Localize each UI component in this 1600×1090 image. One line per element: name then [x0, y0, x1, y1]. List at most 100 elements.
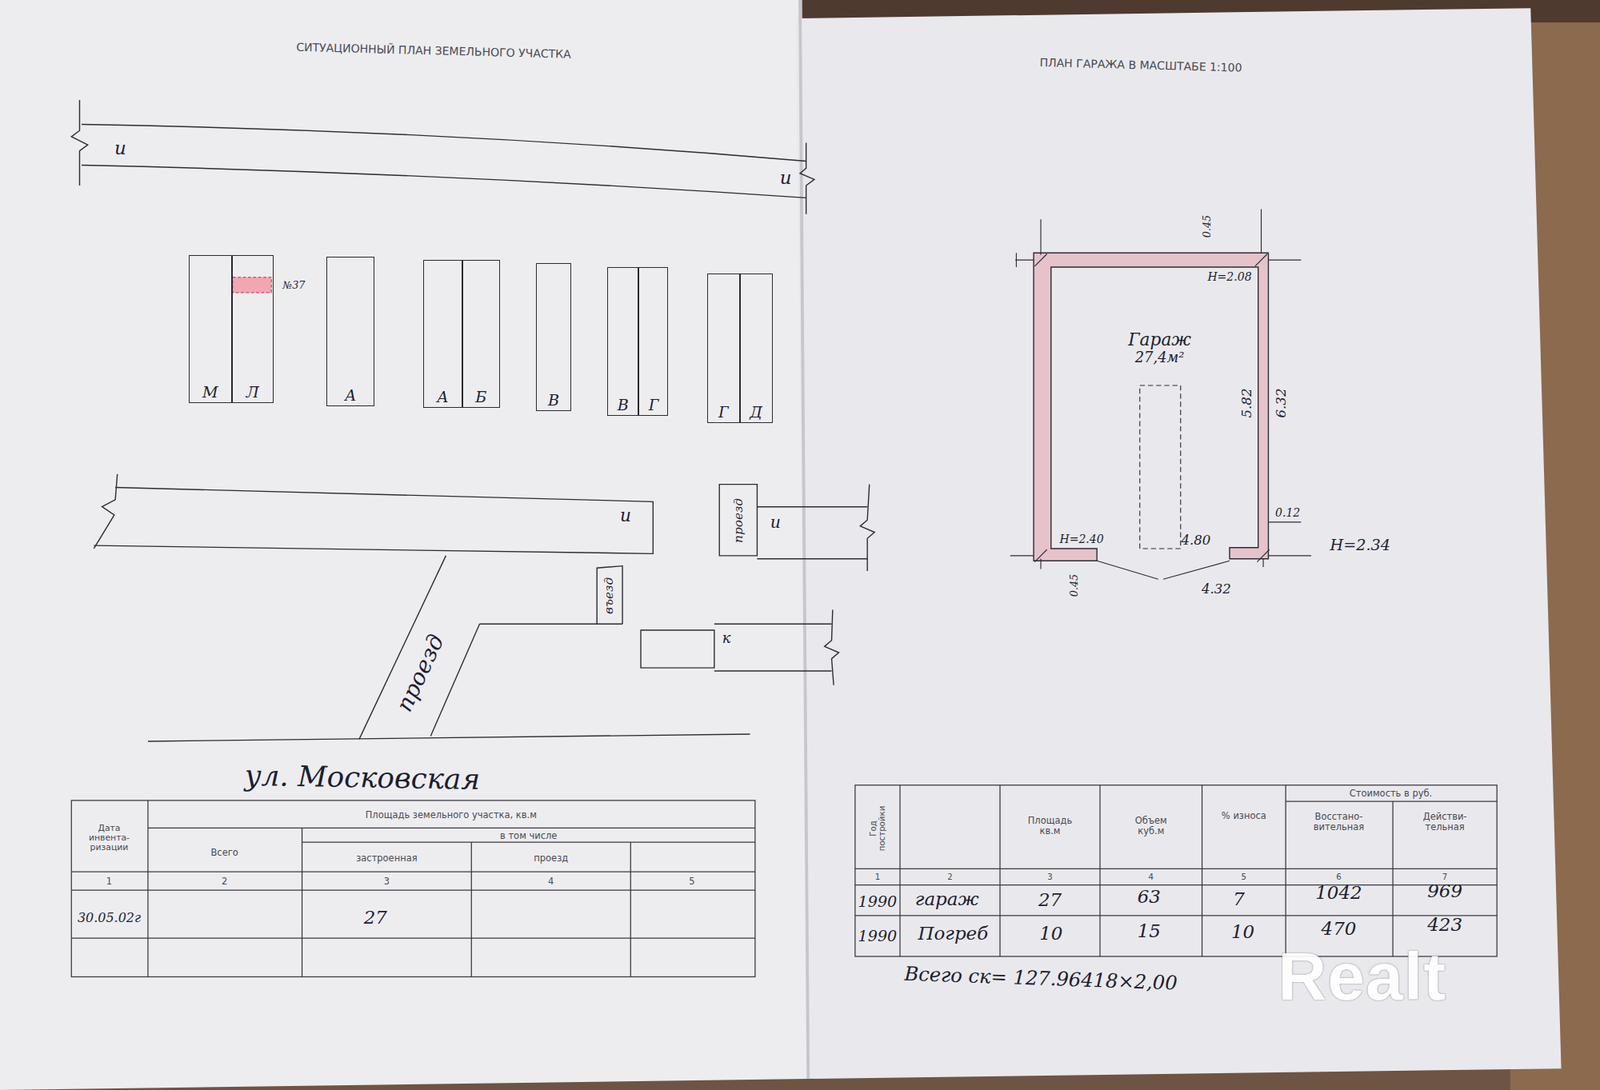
table-index: 7 — [1442, 872, 1448, 882]
table-header: Объем куб.м — [1125, 816, 1177, 837]
break-mark — [860, 484, 875, 572]
table-cell: Погреб — [917, 924, 988, 945]
page-heading: ПЛАН ГАРАЖА В МАСШТАБЕ 1:100 — [1039, 56, 1242, 75]
table-header: Дата инвента- ризации — [77, 824, 141, 854]
table-header: Восстано- вительная — [1297, 812, 1380, 832]
table-cell: 969 — [1427, 881, 1463, 902]
passage-line — [359, 556, 623, 740]
row-letter: М — [202, 384, 219, 401]
road-code: к — [722, 631, 732, 648]
page-fold — [800, 0, 808, 1080]
dimension: Н=2.40 — [1059, 533, 1104, 546]
road-label: проезд — [732, 498, 746, 544]
room-label: 27,4м² — [1135, 349, 1185, 366]
break-mark — [71, 100, 815, 215]
table-index: 1 — [875, 872, 880, 882]
dimension: 0.45 — [1201, 215, 1213, 238]
garage-row: М — [188, 255, 232, 404]
driveway-box — [719, 484, 757, 556]
table-cell: 1990 — [858, 928, 898, 945]
table-header: в том числе — [500, 830, 557, 841]
room-label: Гараж — [1128, 330, 1192, 350]
table-cell: 1990 — [858, 893, 898, 911]
row-letter: Д — [749, 404, 763, 421]
table-index: 1 — [106, 876, 112, 888]
table-cell: 7 — [1232, 889, 1245, 910]
table-header: Год постройки — [868, 803, 887, 855]
garage-row: А — [326, 256, 375, 406]
right-page — [796, 8, 1562, 1080]
garage-number: №37 — [282, 280, 305, 292]
table-cell: гараж — [915, 889, 980, 910]
dimension: 0.45 — [1068, 574, 1080, 597]
watermark: Realt — [1277, 939, 1447, 1014]
table-index: 2 — [221, 876, 228, 888]
table-cell: 27 — [364, 908, 388, 928]
row-letter: В — [617, 396, 629, 414]
table-index: 6 — [1336, 872, 1341, 882]
left-page — [0, 0, 808, 1090]
table-cell: 30.05.02г — [77, 911, 141, 926]
road-code: и — [620, 506, 632, 526]
table-header: Площадь кв.м — [1021, 816, 1078, 837]
garage-row: Л — [232, 255, 274, 404]
inspection-pit — [1140, 385, 1181, 549]
table-cell: 423 — [1427, 915, 1463, 936]
garage-row: В — [536, 263, 572, 412]
table-header: Действи- тельная — [1404, 812, 1486, 832]
table-cell: 10 — [1231, 922, 1255, 943]
garage-row: А — [423, 260, 462, 408]
table-header: проезд — [533, 852, 568, 864]
table-cell: 27 — [1038, 891, 1062, 912]
dimension: 6.32 — [1274, 388, 1289, 418]
row-letter: Г — [648, 396, 660, 414]
table-cell: 10 — [1039, 924, 1063, 945]
table-index: 3 — [1047, 872, 1052, 882]
table-frame — [855, 785, 1497, 957]
total-note: Всего ск= 127.96418×2,00 — [904, 964, 1178, 996]
table-index: 5 — [1241, 872, 1247, 882]
door-line — [1096, 560, 1230, 580]
row-letter: Л — [246, 384, 260, 401]
table-index: 4 — [548, 876, 554, 888]
table-grid — [71, 800, 756, 978]
table-index: 3 — [384, 876, 390, 888]
road-line — [640, 624, 832, 672]
garage-highlight — [232, 277, 272, 293]
page-heading: СИТУАЦИОННЫЙ ПЛАН ЗЕМЕЛЬНОГО УЧАСТКА — [296, 41, 572, 61]
row-letter: А — [436, 388, 448, 406]
row-letter: А — [344, 387, 356, 404]
garage-room: Гараж27,4м² — [1051, 267, 1259, 549]
table-cell: 470 — [1321, 919, 1357, 940]
table-grid — [855, 785, 1497, 957]
table-header: застроенная — [356, 852, 417, 864]
dimension-tick — [1034, 253, 1269, 562]
dimension: Н=2.08 — [1207, 271, 1252, 284]
table-index: 2 — [947, 872, 952, 882]
dimension: 4.80 — [1180, 533, 1211, 548]
road-label: въезд — [602, 577, 616, 615]
table-header: Всего — [210, 848, 238, 859]
table-index: 5 — [688, 876, 695, 888]
table-header: % износа — [1221, 811, 1267, 822]
dimension: Н=2.34 — [1330, 537, 1391, 555]
road-code: и — [780, 168, 792, 189]
dimension: 5.82 — [1240, 388, 1255, 418]
garage-walls — [1033, 252, 1268, 561]
table-index: 4 — [1148, 872, 1154, 882]
table-cell: 15 — [1137, 921, 1161, 942]
table-cell: 1042 — [1315, 884, 1362, 904]
garage-row: Г — [638, 267, 668, 416]
garage-row: Д — [740, 273, 773, 424]
road-line — [756, 507, 868, 560]
row-letter: Б — [475, 388, 487, 406]
dimension: 0.12 — [1275, 507, 1300, 520]
street-name: ул. Московская — [244, 760, 480, 796]
break-mark — [824, 609, 840, 685]
garage-row: Б — [462, 260, 500, 408]
road-code: и — [114, 139, 127, 160]
road-label: проезд — [392, 631, 449, 716]
row-letter: Г — [718, 404, 729, 421]
garage-row: Г — [707, 273, 740, 424]
